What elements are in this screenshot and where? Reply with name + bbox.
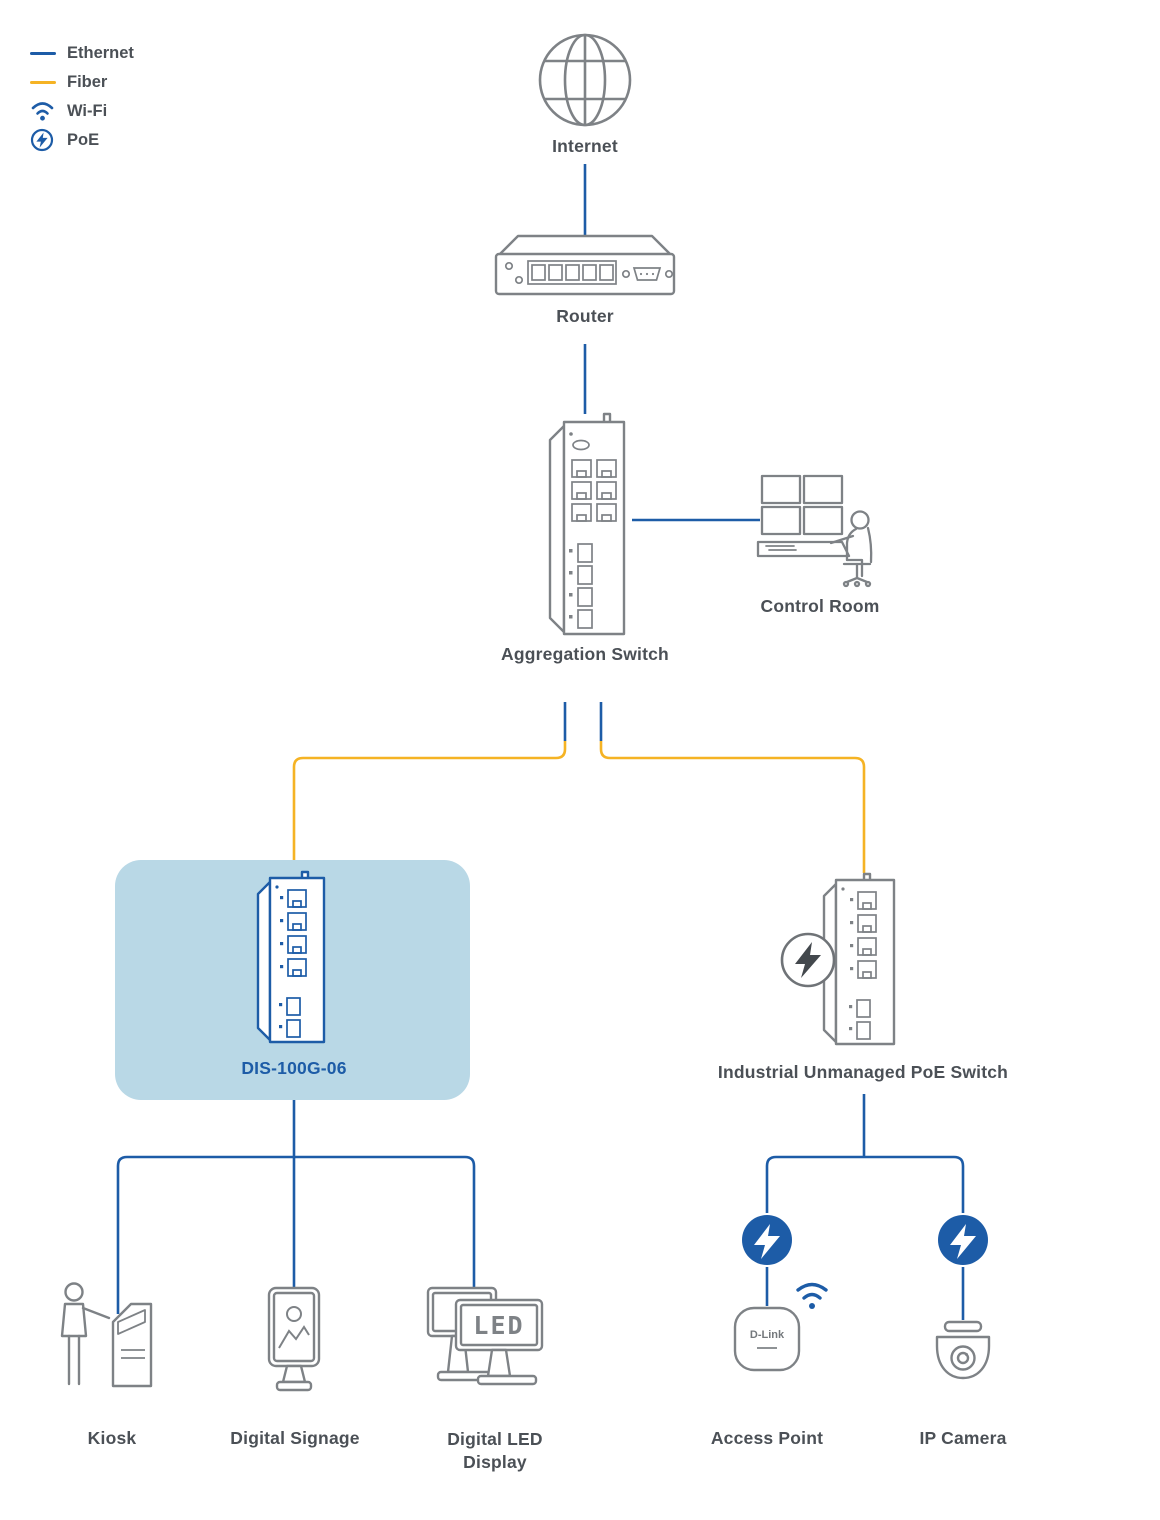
fiber-line-icon bbox=[30, 80, 57, 84]
control-room-label: Control Room bbox=[760, 596, 880, 616]
digital-led-display-icon: LED bbox=[426, 1286, 544, 1386]
access-point-label: Access Point bbox=[710, 1428, 824, 1448]
led-screen-text: LED bbox=[473, 1311, 524, 1340]
dis-100g-06-label: DIS-100G-06 bbox=[241, 1058, 347, 1078]
aggregation-switch-icon bbox=[548, 412, 626, 636]
wifi-signal-icon bbox=[796, 1282, 828, 1309]
router-icon bbox=[494, 234, 676, 296]
poe-icon-access-point-link bbox=[742, 1215, 792, 1265]
poe-icon-ip-camera-link bbox=[938, 1215, 988, 1265]
legend-label-wifi: Wi-Fi bbox=[67, 101, 108, 120]
industrial-poe-switch-icon bbox=[822, 872, 896, 1046]
industrial-poe-switch-label: Industrial Unmanaged PoE Switch bbox=[717, 1062, 1009, 1082]
legend-item-wifi: Wi-Fi bbox=[30, 100, 134, 122]
dis-100g-06-icon bbox=[256, 870, 326, 1044]
fiber-lines bbox=[292, 741, 866, 873]
access-point-icon: D-Link bbox=[733, 1282, 828, 1372]
digital-signage-icon bbox=[267, 1286, 321, 1392]
internet-globe-icon bbox=[538, 33, 632, 127]
aggregation-switch-label: Aggregation Switch bbox=[501, 644, 669, 664]
ethernet-line-icon bbox=[30, 51, 57, 55]
access-point-brand-text: D-Link bbox=[750, 1329, 785, 1341]
legend-label-ethernet: Ethernet bbox=[67, 43, 134, 62]
wifi-icon bbox=[30, 100, 57, 122]
kiosk-label: Kiosk bbox=[87, 1428, 137, 1448]
internet-label: Internet bbox=[552, 136, 618, 156]
router-label: Router bbox=[556, 306, 614, 326]
kiosk-icon bbox=[60, 1282, 153, 1388]
digital-signage-label: Digital Signage bbox=[230, 1428, 360, 1448]
ethernet-lines bbox=[116, 164, 965, 1320]
poe-badge-icon bbox=[780, 932, 836, 988]
legend-item-ethernet: Ethernet bbox=[30, 42, 134, 64]
legend: Ethernet Fiber Wi-Fi bbox=[30, 42, 134, 158]
legend-label-poe: PoE bbox=[67, 130, 100, 149]
legend-label-fiber: Fiber bbox=[67, 72, 108, 91]
ip-camera-icon bbox=[935, 1320, 991, 1380]
legend-item-fiber: Fiber bbox=[30, 71, 134, 93]
digital-led-display-label: Digital LED Display bbox=[447, 1429, 543, 1472]
poe-icon bbox=[30, 128, 57, 152]
legend-item-poe: PoE bbox=[30, 128, 134, 152]
ip-camera-label: IP Camera bbox=[919, 1428, 1007, 1448]
control-room-icon bbox=[756, 474, 873, 588]
